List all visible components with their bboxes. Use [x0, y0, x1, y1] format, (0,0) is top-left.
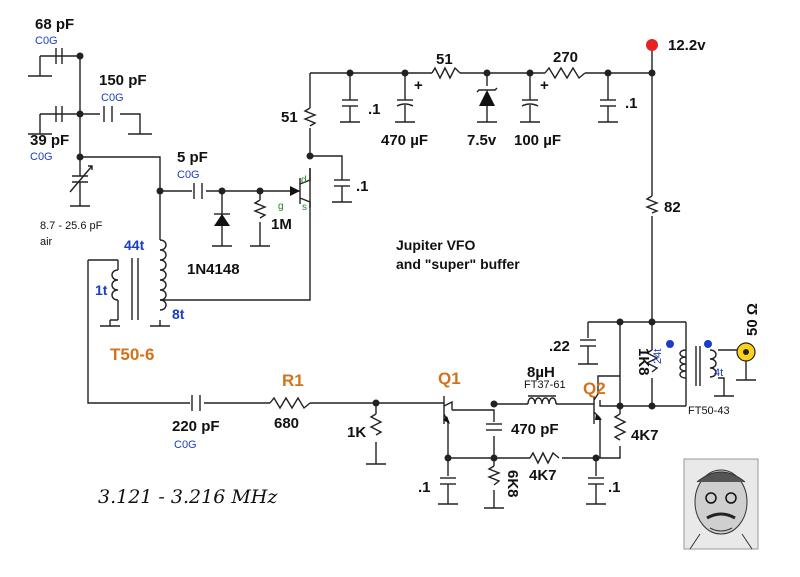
winding-1t: 1t: [95, 282, 108, 298]
elec100-value: 100 µF: [514, 132, 561, 149]
output-connector: [736, 342, 756, 381]
transistor-q2: [586, 386, 602, 424]
diode-label: 1N4148: [187, 261, 240, 278]
c5-dielectric: C0G: [177, 169, 200, 181]
c22-value: .22: [549, 338, 570, 355]
transformer-t50-6: [111, 239, 167, 320]
fet-gate-label: g: [278, 201, 284, 212]
cq1e-value: .1: [418, 479, 431, 496]
cap-d1-value: .1: [368, 101, 381, 118]
output-impedance: 50 Ω: [744, 303, 761, 336]
phase-dot: [666, 340, 674, 348]
r1m-value: 1M: [271, 216, 292, 233]
phase-dot: [704, 340, 712, 348]
c220-value: 220 pF: [172, 418, 220, 435]
cap-drain-value: .1: [356, 178, 369, 195]
plus-sign: +: [414, 77, 423, 94]
r1k8-value: 1K8: [635, 348, 652, 376]
transistor-q1: [434, 396, 453, 424]
choke-core: FT37-61: [524, 379, 566, 391]
trimmer-type: air: [40, 236, 53, 248]
trimmer-value: 8.7 - 25.6 pF: [40, 220, 103, 232]
junction-dots: [76, 52, 656, 462]
zener-symbol: [476, 73, 498, 108]
ground-symbols: [28, 56, 734, 509]
r1k-value: 1K: [347, 424, 366, 441]
fet-source-label: s: [302, 202, 307, 213]
r4k7a-value: 4K7: [631, 427, 659, 444]
r680-value: 680: [274, 415, 299, 432]
c220-dielectric: C0G: [174, 439, 197, 451]
cq2e-value: .1: [608, 479, 621, 496]
r6k8-value: 6K8: [504, 470, 521, 498]
diode-1n4148-symbol: [214, 213, 230, 226]
portrait-drawing: [683, 458, 759, 550]
r4k7b-value: 4K7: [529, 467, 557, 484]
wires: [40, 45, 746, 504]
r270-value: 270: [553, 49, 578, 66]
frequency-range: 3.121 - 3.216 MHz: [98, 486, 278, 508]
supply-terminal: [646, 39, 658, 51]
c150-dielectric: C0G: [101, 92, 124, 104]
c68-value: 68 pF: [35, 16, 74, 33]
winding-8t: 8t: [172, 306, 185, 322]
jfet-symbol: [288, 168, 311, 208]
q1-label: Q1: [438, 369, 461, 388]
c150-value: 150 pF: [99, 72, 147, 89]
capacitor-symbols: [55, 48, 616, 500]
choke-8uh: [527, 395, 557, 405]
c39-dielectric: C0G: [30, 151, 53, 163]
toroid-label: T50-6: [110, 345, 154, 364]
trimmer-capacitor-symbol: [69, 157, 93, 196]
plus-sign: +: [540, 77, 549, 94]
resistor-symbols: [253, 66, 659, 486]
c39-value: 39 pF: [30, 132, 69, 149]
r82-value: 82: [664, 199, 681, 216]
winding-4t: 4t: [714, 367, 723, 379]
q2-label: Q2: [583, 379, 606, 398]
r51b-value: 51: [436, 51, 453, 68]
zener-value: 7.5v: [467, 132, 497, 149]
winding-44t: 44t: [124, 237, 145, 253]
output-transformer: [679, 346, 717, 386]
fet-drain-label: d: [301, 175, 307, 186]
r1-label: R1: [282, 371, 304, 390]
choke-value: 8µH: [527, 364, 555, 381]
title-line1: Jupiter VFO: [396, 237, 475, 253]
c470p-value: 470 pF: [511, 421, 559, 438]
title-line2: and "super" buffer: [396, 256, 520, 272]
supply-voltage: 12.2v: [668, 37, 706, 54]
elec470-value: 470 µF: [381, 132, 428, 149]
cap-d2-value: .1: [625, 95, 638, 112]
output-core-label: FT50-43: [688, 405, 730, 417]
r51a-value: 51: [281, 109, 298, 126]
winding-24t: 24t: [652, 349, 664, 364]
c5-value: 5 pF: [177, 149, 208, 166]
c68-dielectric: C0G: [35, 35, 58, 47]
